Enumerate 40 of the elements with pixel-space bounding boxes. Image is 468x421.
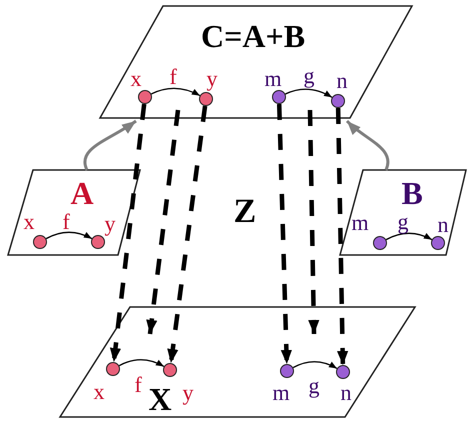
object-label: x xyxy=(130,68,142,90)
functor-arrow xyxy=(308,110,320,334)
object-label: m xyxy=(264,68,282,90)
functor-arrow xyxy=(336,108,348,366)
category-plane xyxy=(8,170,140,255)
inclusion-arrow xyxy=(346,120,390,170)
edge-label: g xyxy=(304,65,314,87)
object-label: y xyxy=(182,382,194,404)
edge-label: f xyxy=(170,66,177,88)
morphism-arrow xyxy=(285,88,332,98)
object-label: m xyxy=(272,382,290,404)
edge-label: f xyxy=(62,211,70,233)
functor-arrow xyxy=(146,110,180,334)
category-title: C=A+B xyxy=(201,20,306,52)
category-plane xyxy=(340,170,466,255)
object-label: n xyxy=(336,70,348,92)
morphism-arrow xyxy=(151,88,200,96)
functor-arrow xyxy=(167,106,208,364)
category-plane xyxy=(60,307,415,417)
object-label: n xyxy=(438,214,448,236)
functor-arrow xyxy=(110,104,146,362)
morphism-arrow xyxy=(46,232,92,240)
edge-label: f xyxy=(134,374,142,396)
object-label: y xyxy=(104,213,116,235)
morphism-arrow xyxy=(386,232,432,240)
object-label: y xyxy=(206,68,218,90)
category-plane xyxy=(100,6,412,118)
category-title: B xyxy=(402,177,423,209)
edge-label: g xyxy=(398,211,408,233)
morphism-arrow xyxy=(118,359,164,368)
morphism-arrow xyxy=(292,361,338,370)
category-title: A xyxy=(70,177,94,209)
object-label: x xyxy=(94,381,104,403)
object-label: m xyxy=(352,212,369,234)
object-label: x xyxy=(24,211,34,233)
category-title: X xyxy=(148,383,172,415)
object-label: n xyxy=(340,382,352,404)
functor-arrow xyxy=(276,104,292,364)
edge-label: g xyxy=(308,375,320,397)
functor-label: Z xyxy=(234,195,256,229)
